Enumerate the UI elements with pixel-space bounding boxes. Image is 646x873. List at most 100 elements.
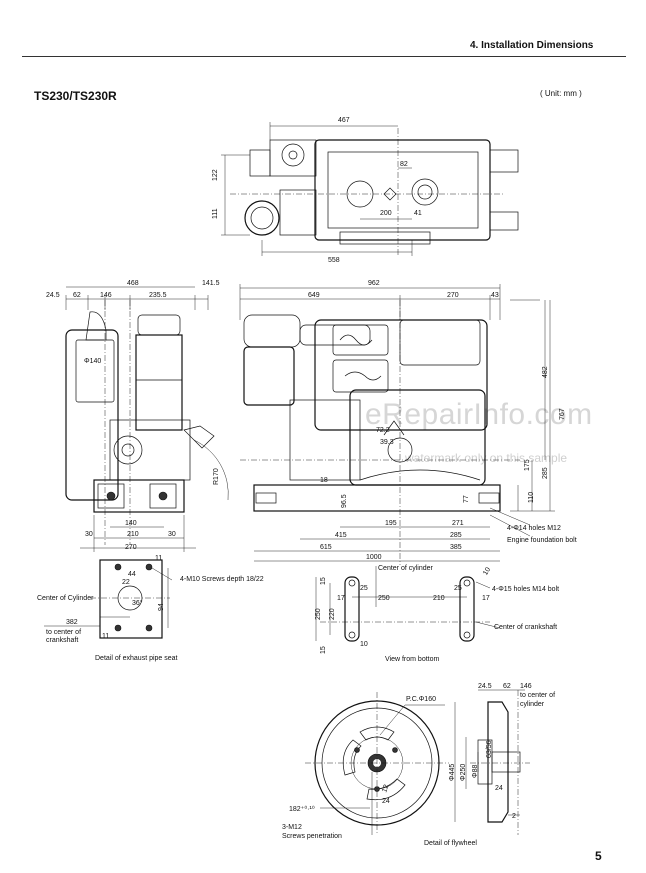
dim-182: 182⁺⁰·¹⁰: [289, 805, 315, 813]
dim-615: 615: [320, 544, 332, 551]
note-exhaust-screws: 4-M10 Screws depth 18/22: [180, 576, 264, 583]
section-title: 4. Installation Dimensions: [470, 40, 594, 51]
dim-767: 767: [559, 408, 566, 420]
dim-250-horizontal: 250: [378, 595, 390, 602]
label-center-of-cylinder: Center of Cylinder: [37, 595, 94, 602]
dim-17-left: 17: [337, 595, 345, 602]
note-146-line2: cylinder: [520, 701, 545, 708]
dim-270-front: 270: [447, 292, 459, 299]
dim-175: 175: [524, 459, 531, 471]
dim-77: 77: [463, 495, 470, 503]
flywheel-front-view: P.C.Φ160 12 24 182⁺⁰·¹⁰ 3-M12 Screws pen…: [282, 692, 449, 840]
dim-140: 140: [125, 520, 137, 527]
note-flywheel-screws-line1: 3-M12: [282, 824, 302, 831]
dim-pcd-160: P.C.Φ160: [406, 696, 436, 703]
watermark-text: eRepairInfo.com: [365, 398, 593, 431]
top-view: 467 122 111 82 200 41 558: [212, 117, 519, 264]
dim-2: 2: [512, 813, 516, 820]
dim-phi445: Φ445: [449, 764, 456, 781]
dim-phi88: Φ88: [472, 765, 479, 778]
dim-17-right: 17: [482, 595, 490, 602]
dim-141-5: 141.5: [202, 280, 220, 287]
dim-270: 270: [125, 544, 137, 551]
dim-39-3: 39.3: [380, 439, 394, 446]
dim-24-5-flywheel: 24.5: [478, 683, 492, 690]
label-center-of-cylinder-bottom: Center of cylinder: [378, 565, 434, 572]
note-382-line1: to center of: [46, 629, 81, 636]
dim-210-horizontal: 210: [433, 595, 445, 602]
note-146-line1: to center of: [520, 692, 555, 699]
dim-1000: 1000: [366, 554, 382, 561]
dim-10-top: 10: [482, 566, 492, 576]
dim-36-deg: 36°: [132, 599, 143, 607]
dim-25-right: 25: [454, 585, 462, 592]
dim-122: 122: [212, 169, 219, 181]
dim-10-bottom: 10: [360, 641, 368, 648]
dim-43: 43: [491, 292, 499, 299]
note-flywheel-screws-line2: Screws penetration: [282, 833, 342, 840]
dim-146-flywheel: 146: [520, 683, 532, 690]
model-title: TS230/TS230R: [34, 89, 117, 103]
dim-62-flywheel: 62: [503, 683, 511, 690]
dim-12-flywheel: 12: [381, 784, 390, 794]
dim-285: 285: [542, 467, 549, 479]
note-bottom-holes: 4-Φ15 holes M14 bolt: [492, 586, 559, 593]
dim-962: 962: [368, 280, 380, 287]
dim-44: 44: [128, 571, 136, 578]
dim-468: 468: [127, 280, 139, 287]
side-view: 24.5 62 146 468 235.5 141.5 Φ140 R170 14…: [46, 280, 229, 552]
header-rule: [22, 56, 626, 57]
dim-235-5: 235.5: [149, 292, 167, 299]
dim-11-top: 11: [155, 555, 162, 562]
dim-11-bottom: 11: [102, 633, 109, 640]
dim-200: 200: [380, 210, 392, 217]
dim-24-5: 24.5: [46, 292, 60, 299]
dim-72-2: 72.2: [376, 427, 390, 434]
dim-250-vertical: 250: [315, 608, 322, 620]
dim-82: 82: [400, 161, 408, 168]
dim-22: 22: [122, 579, 130, 586]
note-foundation-bolt: Engine foundation bolt: [507, 537, 577, 544]
dim-482: 482: [542, 366, 549, 378]
dim-r170: R170: [213, 468, 220, 485]
front-view: 962 649 270 43 72.2 39.3 18 96.5 77 482: [239, 280, 577, 565]
dim-15-bottom: 15: [320, 646, 327, 654]
exhaust-pipe-seat-detail: 11 44 22 36° 94 4-M10 Screws depth 18/22…: [37, 555, 264, 662]
watermark-subtext: watermark only on this sample: [405, 451, 568, 465]
dim-415: 415: [335, 532, 347, 539]
dim-25-left: 25: [360, 585, 368, 592]
dim-110: 110: [528, 492, 535, 503]
dim-phi250: Φ250: [460, 764, 467, 781]
page-number: 5: [595, 849, 602, 863]
dim-41: 41: [414, 210, 422, 217]
dim-195: 195: [385, 520, 397, 527]
dim-285-bottom: 285: [450, 532, 462, 539]
dim-146: 146: [100, 292, 112, 299]
flywheel-side-view: 24.5 62 146 to center of cylinder Φ445 Φ…: [424, 683, 555, 847]
caption-exhaust-pipe-seat: Detail of exhaust pipe seat: [95, 655, 178, 662]
dim-62: 62: [73, 292, 81, 299]
dim-94: 94: [158, 603, 165, 611]
dim-30-left: 30: [85, 531, 93, 538]
dim-phi140: Φ140: [84, 358, 101, 365]
dim-558: 558: [328, 257, 340, 264]
caption-detail-of-flywheel: Detail of flywheel: [424, 840, 477, 847]
dim-467: 467: [338, 117, 350, 124]
dim-382: 382: [66, 619, 78, 626]
dim-271: 271: [452, 520, 464, 527]
dim-220-vertical: 220: [329, 608, 336, 620]
caption-view-from-bottom: View from bottom: [385, 656, 440, 663]
dim-24-flywheel: 24: [382, 798, 390, 805]
unit-note: ( Unit: mm ): [540, 89, 582, 98]
dim-63-56: 63/56: [486, 740, 493, 758]
dim-24-side: 24: [495, 785, 503, 792]
dim-15-top: 15: [320, 577, 327, 585]
dim-30-right: 30: [168, 531, 176, 538]
dim-96-5: 96.5: [341, 494, 348, 508]
bottom-view: Center of cylinder 15 25 17 250 210 25 1…: [315, 565, 559, 663]
note-382-line2: crankshaft: [46, 637, 78, 644]
dim-649: 649: [308, 292, 320, 299]
note-foundation-holes: 4-Φ14 holes M12: [507, 525, 561, 532]
label-center-of-crankshaft: Center of crankshaft: [494, 624, 557, 631]
